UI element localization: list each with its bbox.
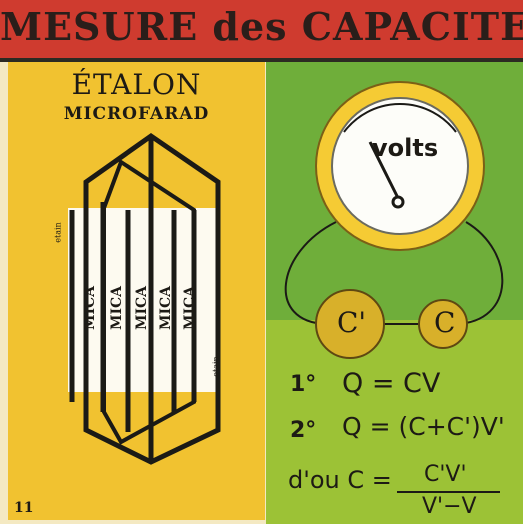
microfarad-heading: MICROFARAD: [63, 104, 210, 124]
meter-label: volts: [372, 134, 439, 162]
page-title: MESURE des CAPACITES: [0, 4, 523, 49]
formula-2-number: 2°: [290, 418, 317, 443]
capacitor-c: [418, 299, 468, 349]
wire-right: [455, 221, 504, 325]
wire-left: [284, 221, 337, 325]
mica-label-5: MICA: [182, 285, 199, 331]
fraction-denominator: V'−V: [422, 494, 477, 519]
capacitor-c-prime-label: C': [337, 306, 367, 339]
circuit-diagram: [266, 81, 523, 524]
left-panel: ÉTALON MICROFARAD MICA MICA MICA MICA MI…: [8, 62, 265, 520]
etain-label-bottom: etain: [211, 356, 221, 377]
capacitor-diagram: [68, 132, 221, 465]
capacitor-c-label: C: [434, 306, 456, 339]
right-panel: [266, 62, 523, 524]
mica-label-3: MICA: [134, 285, 151, 331]
fraction-numerator: C'V': [424, 462, 467, 487]
voltmeter-scale: [343, 103, 457, 133]
mica-label-4: MICA: [158, 285, 175, 331]
voltmeter-needle: [368, 141, 400, 199]
mica-label-1: MICA: [82, 285, 99, 331]
title-banner: MESURE des CAPACITES: [0, 0, 523, 62]
formula-3-prefix: d'ou C =: [288, 466, 392, 494]
formula-1: Q = CV: [342, 368, 441, 399]
lower-band: [266, 320, 523, 524]
needle-pivot: [391, 195, 405, 209]
formula-1-number: 1°: [290, 372, 317, 397]
mica-label-2: MICA: [109, 285, 126, 331]
capacitor-c-prime: [315, 289, 385, 359]
card-number: 11: [14, 500, 34, 516]
etalon-heading: ÉTALON: [71, 68, 202, 101]
etain-label-top: etain: [53, 222, 63, 243]
formula-2: Q = (C+C')V': [342, 412, 505, 441]
voltmeter-face: [331, 97, 469, 235]
